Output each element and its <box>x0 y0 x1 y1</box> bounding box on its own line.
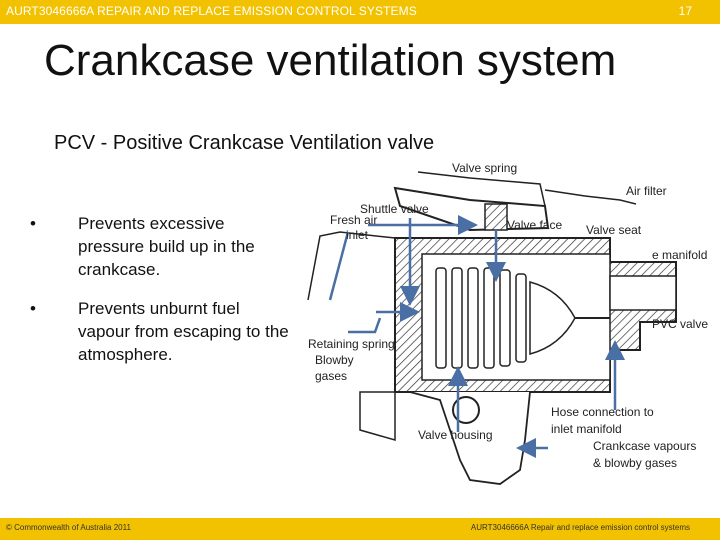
label-retaining-spring: Retaining spring <box>308 337 395 351</box>
footer-course-title: AURT3046666A Repair and replace emission… <box>470 523 690 532</box>
label-manifold: e manifold <box>652 248 708 262</box>
label-valve-housing: Valve housing <box>418 428 493 442</box>
label-inlet: inlet <box>346 228 369 242</box>
page-number: 17 <box>678 4 692 18</box>
label-arrows <box>328 215 625 458</box>
label-pvc-valve: PVC valve <box>652 317 709 331</box>
label-valve-face: Valve face <box>507 218 563 232</box>
label-blowby: Blowby <box>315 353 354 367</box>
slide-title: Crankcase ventilation system <box>44 36 617 85</box>
shuttle-assembly <box>393 171 637 232</box>
copyright-text: © Commonwealth of Australia 2011 <box>6 523 131 532</box>
label-fresh-air: Fresh air <box>330 213 378 227</box>
bullet-icon: • <box>30 214 36 233</box>
course-title: AURT3046666A REPAIR AND REPLACE EMISSION… <box>6 4 417 18</box>
header-bar: AURT3046666A REPAIR AND REPLACE EMISSION… <box>0 0 720 24</box>
label-shuttle-valve: Shuttle valve <box>360 202 429 216</box>
bullet-item: • Prevents unburnt fuel vapour from escap… <box>30 297 292 366</box>
label-crankcase-vapours: Crankcase vapours <box>593 439 697 453</box>
footer-bar: © Commonwealth of Australia 2011 AURT304… <box>0 518 720 540</box>
label-hose-connection: Hose connection to <box>551 405 654 419</box>
bullet-text: Prevents unburnt fuel vapour from escapi… <box>78 299 289 364</box>
label-gases: gases <box>315 369 348 383</box>
label-valve-seat: Valve seat <box>586 223 642 237</box>
label-valve-spring: Valve spring <box>452 161 518 175</box>
bullet-text: Prevents excessive pressure build up in … <box>78 214 255 279</box>
bullet-list: • Prevents excessive pressure build up in… <box>30 212 292 382</box>
label-inlet-manifold: inlet manifold <box>551 422 622 436</box>
slide-subtitle: PCV - Positive Crankcase Ventilation val… <box>54 132 435 154</box>
label-air-filter: Air filter <box>626 184 667 198</box>
label-blowby-gases: & blowby gases <box>593 456 678 470</box>
bullet-item: • Prevents excessive pressure build up in… <box>30 212 292 281</box>
bullet-icon: • <box>30 299 36 318</box>
